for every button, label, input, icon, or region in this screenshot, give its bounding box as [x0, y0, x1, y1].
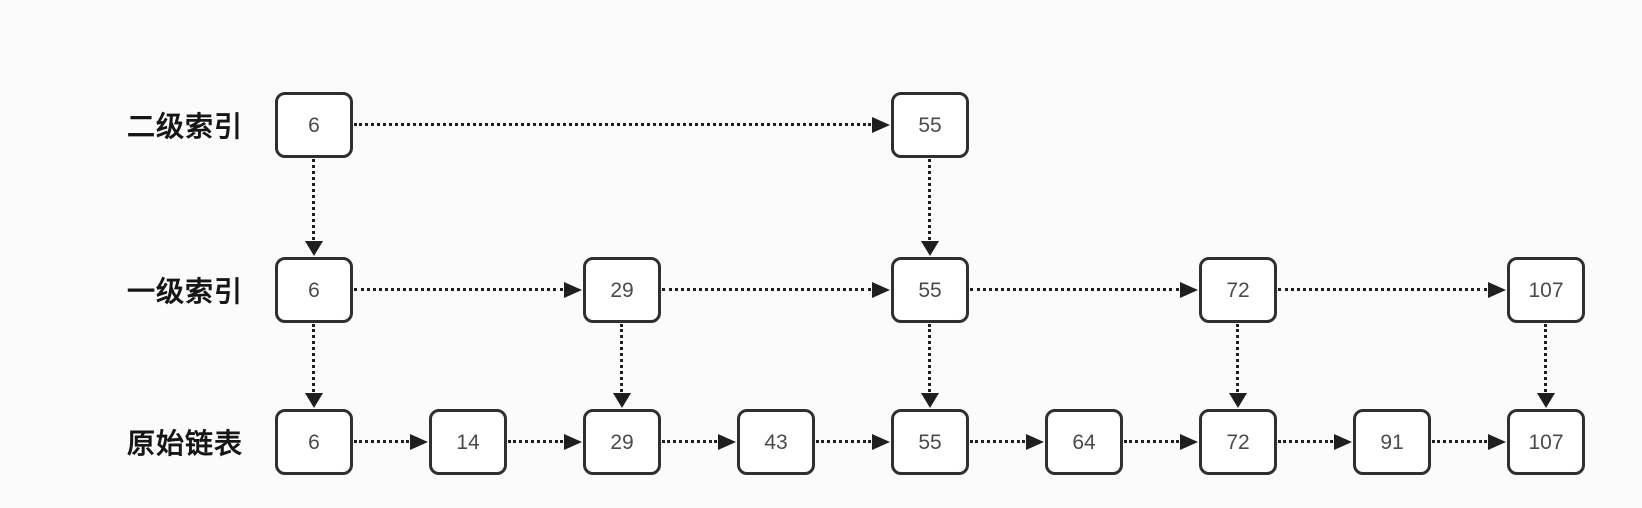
node-value: 107 — [1528, 278, 1564, 302]
arrow-head-right — [1180, 282, 1198, 298]
arrow-head-down — [1537, 393, 1555, 408]
arrow-head-down — [921, 393, 939, 408]
dotted-arrow-line-vertical — [312, 159, 315, 240]
node-base-list-14: 14 — [429, 409, 507, 475]
node-value: 6 — [308, 278, 320, 302]
node-base-list-55: 55 — [891, 409, 969, 475]
arrow-head-right — [410, 434, 428, 450]
dotted-arrow-line — [1278, 440, 1333, 443]
dotted-arrow-line-vertical — [312, 324, 315, 392]
arrow-head-down — [1229, 393, 1247, 408]
arrow-head-right — [872, 117, 890, 133]
dotted-arrow-line — [662, 288, 871, 291]
node-level1-index-107: 107 — [1507, 257, 1585, 323]
node-base-list-91: 91 — [1353, 409, 1431, 475]
dotted-arrow-line — [1124, 440, 1179, 443]
arrow-head-right — [718, 434, 736, 450]
dotted-arrow-line-vertical — [620, 324, 623, 392]
row-label-level1-index: 一级索引 — [127, 276, 244, 307]
arrow-head-right — [1334, 434, 1352, 450]
node-value: 55 — [918, 278, 942, 302]
dotted-arrow-line — [354, 440, 409, 443]
arrow-head-right — [1488, 434, 1506, 450]
node-base-list-43: 43 — [737, 409, 815, 475]
row-label-base-list: 原始链表 — [127, 428, 244, 459]
node-level1-index-72: 72 — [1199, 257, 1277, 323]
dotted-arrow-line — [970, 288, 1179, 291]
dotted-arrow-line — [1432, 440, 1487, 443]
arrow-head-down — [921, 241, 939, 256]
node-base-list-6: 6 — [275, 409, 353, 475]
node-level2-index-6: 6 — [275, 92, 353, 158]
node-base-list-72: 72 — [1199, 409, 1277, 475]
node-value: 64 — [1072, 430, 1096, 454]
arrow-head-right — [564, 282, 582, 298]
dotted-arrow-line — [508, 440, 563, 443]
node-value: 14 — [456, 430, 480, 454]
node-value: 29 — [610, 430, 634, 454]
dotted-arrow-line — [816, 440, 871, 443]
node-value: 72 — [1226, 430, 1250, 454]
dotted-arrow-line — [354, 123, 871, 126]
arrow-head-down — [613, 393, 631, 408]
node-value: 6 — [308, 430, 320, 454]
node-value: 72 — [1226, 278, 1250, 302]
arrow-head-right — [1180, 434, 1198, 450]
dotted-arrow-line-vertical — [1236, 324, 1239, 392]
node-level1-index-55: 55 — [891, 257, 969, 323]
node-level2-index-55: 55 — [891, 92, 969, 158]
arrow-head-right — [872, 282, 890, 298]
arrow-head-right — [1488, 282, 1506, 298]
arrow-head-down — [305, 241, 323, 256]
arrow-head-right — [1026, 434, 1044, 450]
node-base-list-107: 107 — [1507, 409, 1585, 475]
node-value: 6 — [308, 113, 320, 137]
node-value: 91 — [1380, 430, 1404, 454]
dotted-arrow-line — [970, 440, 1025, 443]
node-value: 55 — [918, 430, 942, 454]
node-value: 55 — [918, 113, 942, 137]
dotted-arrow-line — [1278, 288, 1487, 291]
dotted-arrow-line-vertical — [1544, 324, 1547, 392]
node-base-list-64: 64 — [1045, 409, 1123, 475]
dotted-arrow-line-vertical — [928, 324, 931, 392]
node-level1-index-29: 29 — [583, 257, 661, 323]
node-value: 107 — [1528, 430, 1564, 454]
dotted-arrow-line — [354, 288, 563, 291]
node-level1-index-6: 6 — [275, 257, 353, 323]
node-value: 43 — [764, 430, 788, 454]
node-base-list-29: 29 — [583, 409, 661, 475]
arrow-head-down — [305, 393, 323, 408]
row-label-level2-index: 二级索引 — [127, 111, 244, 142]
arrow-head-right — [564, 434, 582, 450]
arrow-head-right — [872, 434, 890, 450]
dotted-arrow-line — [662, 440, 717, 443]
node-value: 29 — [610, 278, 634, 302]
dotted-arrow-line-vertical — [928, 159, 931, 240]
